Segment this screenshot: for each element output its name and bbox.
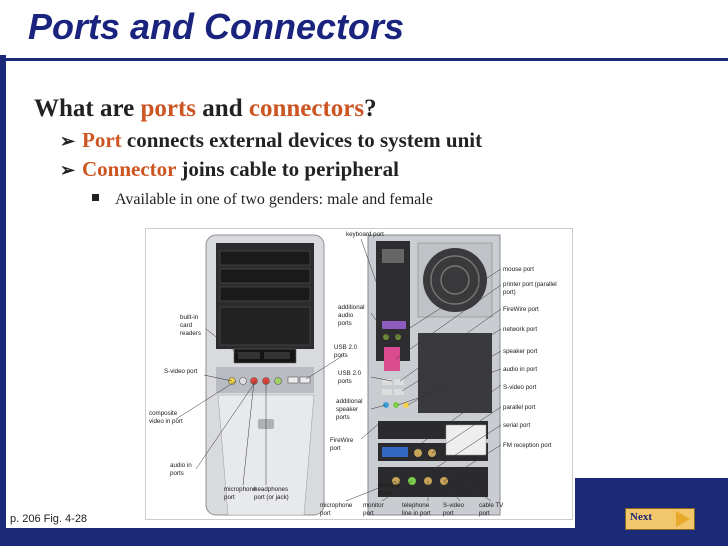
question-word-ports: ports (140, 95, 197, 122)
label-microphone-port-front-2: port (224, 494, 235, 501)
label-telephone-line-in: telephone (402, 502, 430, 509)
label-microphone-port-back-2: port (320, 510, 331, 517)
label-audio-in-port: audio in port (503, 366, 537, 373)
label-headphones-port-2: port (or jack) (254, 494, 289, 501)
label-additional-speaker-ports: additional (336, 398, 363, 405)
label-composite-video-2: video in port (149, 418, 183, 425)
bottom-bar (0, 528, 728, 546)
left-accent-bar (0, 55, 6, 546)
bullet-connector: ➢ Connector joins cable to peripheral (60, 157, 399, 182)
label-s-video-bottom: S-video (443, 502, 465, 509)
label-usb-ports-front-2: ports (334, 352, 348, 359)
label-monitor-port-2: port (363, 510, 374, 517)
arrow-bullet-icon: ➢ (60, 160, 76, 180)
question-word-connectors: connectors (248, 95, 365, 122)
sub-bullet-text: Available in one of two genders: male an… (115, 191, 433, 208)
label-mouse-port: mouse port (503, 266, 534, 273)
label-firewire-port: FireWire port (503, 306, 539, 313)
top-strip (0, 0, 728, 10)
label-audio-in-ports-back: audio in (378, 482, 400, 489)
question-suffix: ? (364, 95, 377, 122)
label-composite-video: composite (149, 410, 178, 417)
ports-figure: keyboard port mouse port printer port (p… (145, 228, 573, 520)
label-keyboard-port: keyboard port (346, 231, 384, 238)
label-cable-tv-port-2: port (479, 510, 490, 517)
label-cable-tv-port: cable TV (479, 502, 504, 509)
label-telephone-line-in-2: line in port (402, 510, 431, 517)
label-audio-in-ports-back-2: ports (378, 490, 392, 497)
label-builtin-card-readers-2: card (180, 322, 193, 329)
label-additional-speaker-ports-3: ports (336, 414, 350, 421)
label-additional-audio-ports: additional (338, 304, 365, 311)
label-s-video-port-left: S-video port (164, 368, 198, 375)
label-monitor-port: monitor (363, 502, 384, 509)
label-usb-ports-front: USB 2.0 (334, 344, 358, 351)
label-builtin-card-readers-3: readers (180, 330, 201, 337)
label-s-video-port-right: S-video port (503, 384, 537, 391)
label-printer-port-cont: port) (503, 289, 516, 296)
label-network-port: network port (503, 326, 537, 333)
bullet-term: Port (82, 128, 122, 152)
label-audio-in-ports-front-2: ports (170, 470, 184, 477)
label-usb-ports-back-2: ports (338, 378, 352, 385)
label-speaker-port: speaker port (503, 348, 538, 355)
label-fm-reception-port: FM reception port (503, 442, 552, 449)
bullet-port: ➢ Port connects external devices to syste… (60, 128, 482, 153)
label-microphone-port-front: microphone (224, 486, 257, 493)
label-microphone-port-back: microphone (320, 502, 353, 509)
front-tower-illustration (205, 234, 325, 516)
next-button-label: Next (630, 511, 652, 523)
label-usb-ports-back: USB 2.0 (338, 370, 362, 377)
label-printer-port: printer port (parallel (503, 281, 557, 288)
sub-bullet-genders: Available in one of two genders: male an… (92, 191, 433, 209)
computer-ports-illustration: keyboard port mouse port printer port (p… (149, 231, 557, 517)
label-firewire-port-mid-2: port (330, 445, 341, 452)
label-parallel-port: parallel port (503, 404, 536, 411)
arrow-bullet-icon: ➢ (60, 131, 76, 151)
label-additional-audio-ports-3: ports (338, 320, 352, 327)
bullet-text: connects external devices to system unit (121, 128, 483, 152)
label-headphones-port: headphones (254, 486, 288, 493)
bullet-text: joins cable to peripheral (176, 157, 399, 181)
label-audio-in-ports-front: audio in (170, 462, 192, 469)
title-underline (0, 58, 728, 61)
bullet-term: Connector (82, 157, 177, 181)
label-builtin-card-readers: built-in (180, 314, 199, 321)
question-mid: and (196, 95, 249, 122)
label-firewire-port-mid: FireWire (330, 437, 354, 444)
label-serial-port: serial port (503, 422, 530, 429)
question-prefix: What are (34, 95, 141, 122)
label-additional-speaker-ports-2: speaker (336, 406, 358, 413)
label-additional-audio-ports-2: audio (338, 312, 354, 319)
back-tower-illustration (367, 234, 501, 516)
next-arrow-icon (676, 511, 690, 527)
square-bullet-icon (92, 194, 99, 201)
slide-title: Ports and Connectors (28, 6, 405, 47)
question-heading: What are ports and connectors? (34, 95, 377, 123)
leader-lines (175, 238, 502, 502)
figure-caption: p. 206 Fig. 4-28 (10, 513, 88, 525)
next-button[interactable]: Next (625, 508, 695, 530)
label-s-video-bottom-2: port (443, 510, 454, 517)
